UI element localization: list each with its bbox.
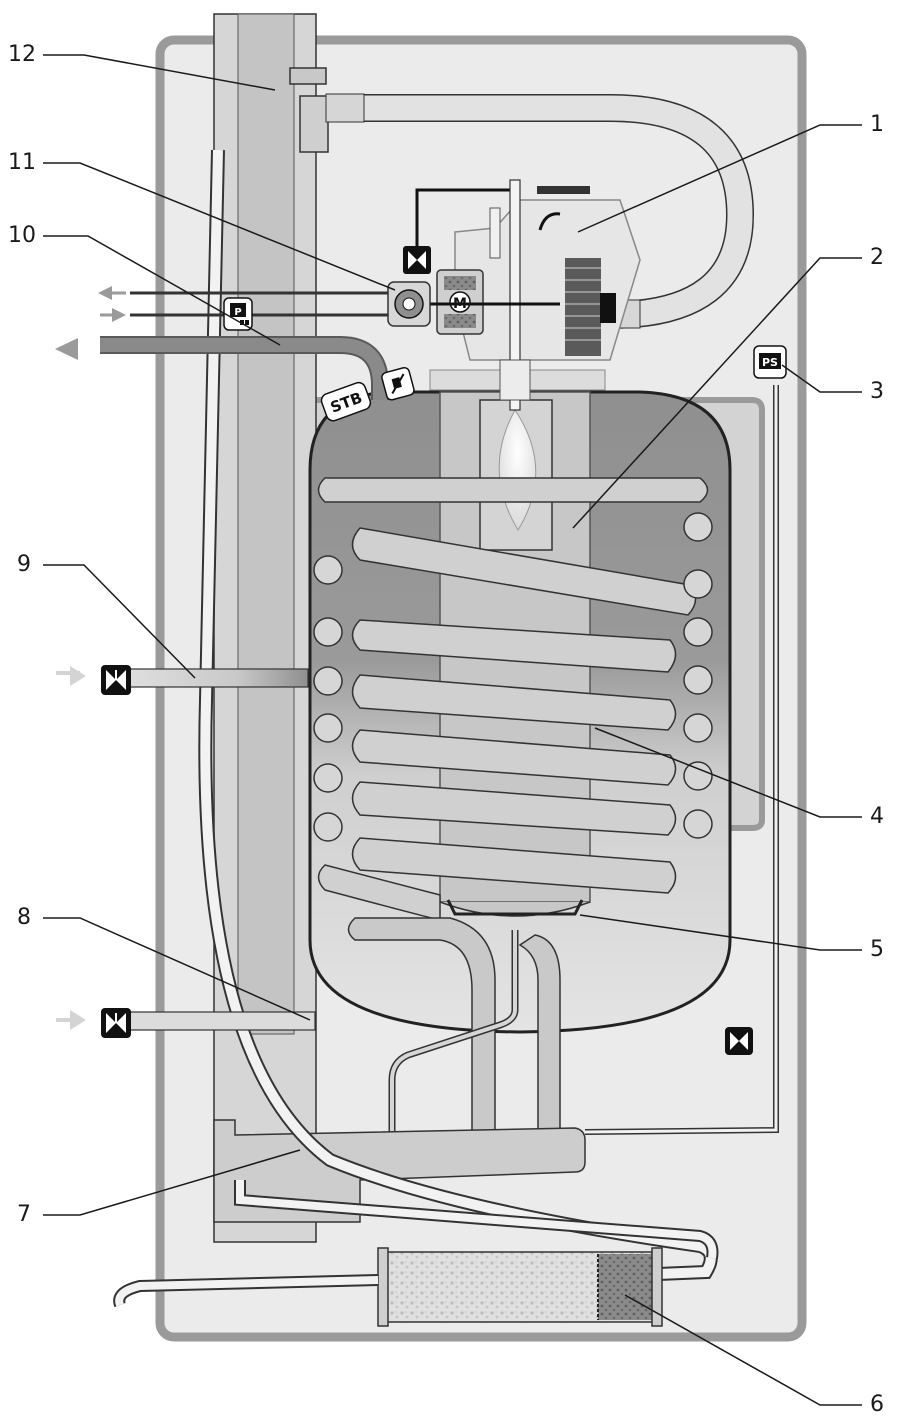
flue-collar bbox=[289, 67, 327, 85]
valve-icon-lower-inlet bbox=[101, 1008, 131, 1038]
pressure-switch-icon: PS bbox=[753, 345, 787, 379]
coil-sections-left bbox=[313, 555, 343, 842]
coil-sections-right bbox=[683, 512, 713, 839]
arrow-shafts bbox=[100, 291, 126, 317]
svg-text:PS: PS bbox=[762, 356, 778, 369]
condensate-tray bbox=[446, 899, 584, 916]
flow-arrows bbox=[55, 286, 126, 1030]
callout-2: 2 bbox=[870, 245, 884, 270]
callout-11: 11 bbox=[8, 150, 36, 175]
callout-7: 7 bbox=[17, 1202, 31, 1227]
flue-connector bbox=[299, 95, 329, 153]
callout-8: 8 bbox=[17, 905, 31, 930]
heat-exchanger-coil bbox=[317, 477, 709, 921]
neutralisation-box bbox=[377, 1247, 663, 1327]
valve-icon-drain bbox=[725, 1027, 753, 1055]
inlet-pipe-lower bbox=[129, 1011, 316, 1031]
leader-lines bbox=[43, 54, 862, 1406]
gas-valve-icon bbox=[403, 246, 431, 274]
callout-5: 5 bbox=[870, 937, 884, 962]
flue-sensor-icon bbox=[381, 366, 415, 401]
stb-badge: STB bbox=[320, 381, 372, 422]
valve-icon-upper-inlet bbox=[101, 665, 131, 695]
callout-4: 4 bbox=[870, 804, 884, 829]
pressure-sensor-icon: P bbox=[223, 297, 253, 331]
callout-6: 6 bbox=[870, 1392, 884, 1417]
inlet-pipe-upper bbox=[129, 668, 309, 688]
callout-10: 10 bbox=[8, 223, 36, 248]
flue-pipe-inner bbox=[237, 13, 295, 1035]
motor-icon: M bbox=[436, 269, 484, 335]
callout-1: 1 bbox=[870, 112, 884, 137]
svg-text:P: P bbox=[234, 307, 241, 318]
gear-pump-icon bbox=[387, 281, 431, 327]
burner-assembly bbox=[429, 179, 641, 411]
callout-3: 3 bbox=[870, 379, 884, 404]
callout-9: 9 bbox=[17, 552, 31, 577]
callout-12: 12 bbox=[8, 42, 36, 67]
outlet-pipes bbox=[347, 917, 561, 1136]
